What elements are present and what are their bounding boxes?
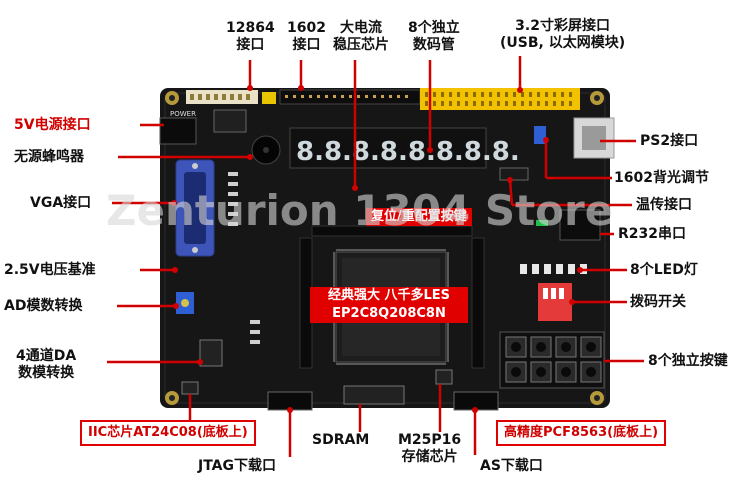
rs232-connector — [559, 209, 601, 241]
label-seven-seg: 8个独立数码管 — [408, 20, 460, 53]
label-rtc-box: 高精度PCF8563(底板上) — [496, 420, 667, 446]
label-adc: AD模数转换 — [4, 298, 83, 314]
label-leds: 8个LED灯 — [630, 262, 698, 278]
svg-text:8.8.8.8.8.8.8.8.: 8.8.8.8.8.8.8.8. — [296, 137, 520, 167]
regulator-chip — [213, 109, 247, 133]
label-power5v: 5V电源接口 — [14, 117, 91, 133]
label-keys: 8个独立按键 — [648, 353, 728, 369]
label-rs232: R232串口 — [618, 226, 687, 242]
power-jack — [159, 117, 197, 145]
label-dip: 拨码开关 — [630, 294, 686, 310]
label-iic-box: IIC芯片AT24C08(底板上) — [80, 420, 256, 446]
label-buzzer: 无源蜂鸣器 — [14, 149, 84, 165]
label-temp: 温传接口 — [636, 197, 692, 213]
sdram-chip — [343, 385, 405, 405]
label-tft: 3.2寸彩屏接口(USB, 以太网模块) — [500, 18, 626, 51]
label-sdram: SDRAM — [312, 432, 370, 448]
label-reset-box: 复位/重配置按键 — [366, 208, 472, 226]
temp-sensor-socket — [499, 167, 529, 181]
green-led — [536, 220, 548, 226]
label-regulator: 大电流稳压芯片 — [333, 20, 389, 53]
io-header-right — [471, 237, 485, 369]
label-vref: 2.5V电压基准 — [4, 262, 96, 278]
callout-lines — [107, 56, 644, 457]
flash-chip — [435, 369, 453, 385]
label-jtag: JTAG下载口 — [198, 458, 276, 474]
power-silk: POWER — [170, 110, 196, 118]
iic-chip — [181, 381, 199, 395]
pcb-board — [160, 88, 610, 408]
dac-chip — [199, 339, 223, 367]
tft-header — [420, 88, 580, 110]
label-ps2: PS2接口 — [640, 133, 699, 149]
label-as: AS下载口 — [480, 458, 543, 474]
seven-seg-display — [289, 127, 487, 169]
key-grid — [499, 331, 605, 389]
label-vga: VGA接口 — [30, 195, 92, 211]
io-header-top — [311, 225, 473, 237]
callout-dots — [171, 85, 583, 413]
watermark-text: Zenturion 1304 Store — [106, 186, 614, 235]
backlight-pot — [534, 126, 546, 144]
label-backlight: 1602背光调节 — [614, 170, 709, 186]
ps2-port — [573, 117, 615, 159]
